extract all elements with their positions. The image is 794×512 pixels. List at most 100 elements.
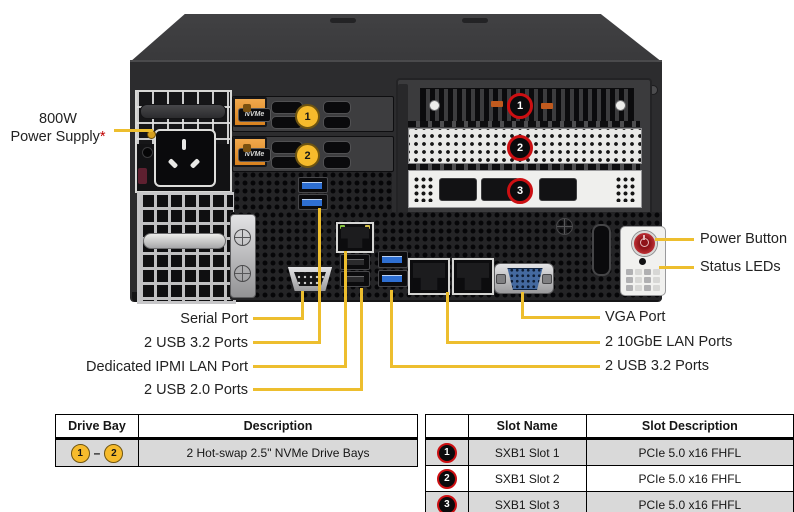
- callout-line-serial: [253, 317, 304, 320]
- control-panel: [620, 226, 666, 296]
- screw: [556, 218, 573, 235]
- table-row: 2 SXB1 Slot 2 PCIe 5.0 x16 FHFL: [425, 465, 794, 492]
- mounting-strip: [230, 214, 256, 298]
- label-lan-10gbe: 2 10GbE LAN Ports: [605, 334, 733, 350]
- callout-line-usb32-right: [390, 290, 393, 368]
- chassis-top-face: [130, 14, 662, 62]
- slot-number-cell: 3: [425, 491, 469, 512]
- callout-line-usb20: [360, 288, 363, 391]
- callout-line-ipmi: [344, 251, 347, 368]
- slot-3-table-badge: 3: [436, 494, 457, 512]
- slot-separator: [408, 164, 640, 170]
- usb32-port: [298, 194, 328, 210]
- drive-bay-2-badge: 2: [295, 143, 320, 168]
- slot-number-cell: 2: [425, 465, 469, 492]
- usb32-port: [298, 177, 328, 193]
- slot-number-header: [425, 414, 469, 440]
- pcie-slot-1-card: [420, 88, 634, 122]
- label-power-button: Power Button: [700, 231, 788, 247]
- slot-name-cell: SXB1 Slot 3: [467, 491, 587, 512]
- description-header: Description: [138, 414, 418, 440]
- label-usb20: 2 USB 2.0 Ports: [144, 382, 248, 398]
- uid-button: [639, 258, 646, 265]
- vga-port: [494, 263, 554, 294]
- label-psu-wattage: 800W: [39, 111, 77, 127]
- slot-description-header: Slot Description: [585, 414, 794, 440]
- slot-description-cell: PCIe 5.0 x16 FHFL: [585, 491, 794, 512]
- drive-bay-1-badge: 1: [295, 104, 320, 129]
- label-status-leds: Status LEDs: [700, 259, 781, 275]
- slot-1-badge: 1: [507, 93, 533, 119]
- callout-line-usb32-left: [318, 208, 321, 344]
- ipmi-lan-port: [336, 222, 374, 253]
- callout-line-vga: [521, 316, 600, 319]
- power-supply-module: [135, 90, 232, 193]
- table-row: 1 SXB1 Slot 1 PCIe 5.0 x16 FHFL: [425, 438, 794, 466]
- callout-line-ipmi: [253, 365, 347, 368]
- power-button: [632, 231, 657, 256]
- top-vent: [462, 18, 488, 23]
- slot-description-cell: PCIe 5.0 x16 FHFL: [585, 438, 794, 466]
- psu-bay-2: [137, 192, 236, 304]
- slot-description-cell: PCIe 5.0 x16 FHFL: [585, 465, 794, 492]
- qsfp-port: [439, 178, 477, 201]
- table-header-row: Drive Bay Description: [55, 414, 418, 440]
- slot-2-table-badge: 2: [436, 468, 457, 489]
- callout-line-usb32-right: [390, 365, 600, 368]
- callout-line-status-leds: [659, 266, 694, 269]
- table-row: 3 SXB1 Slot 3 PCIe 5.0 x16 FHFL: [425, 491, 794, 512]
- psu-footnote-asterisk: *: [99, 129, 106, 145]
- psu-release-clip: [138, 168, 147, 184]
- psu-led: [142, 147, 153, 158]
- usb32-port: [378, 270, 408, 287]
- psu-handle: [140, 104, 226, 119]
- table-header-row: Slot Name Slot Description: [425, 414, 794, 440]
- usb20-port: [340, 271, 370, 287]
- screw: [234, 265, 251, 282]
- top-vent: [330, 18, 356, 23]
- drive-bay-range-cell: 1–2: [55, 438, 139, 467]
- usb32-port: [378, 251, 408, 268]
- screw: [234, 229, 251, 246]
- slot-separator: [408, 121, 640, 127]
- callout-line-serial: [301, 291, 304, 320]
- usb20-port: [340, 254, 370, 270]
- keyhole-slot: [592, 224, 611, 276]
- label-usb32-right: 2 USB 3.2 Ports: [605, 358, 709, 374]
- ac-power-inlet: [154, 129, 216, 187]
- callout-line-vga: [521, 292, 524, 319]
- label-serial-port: Serial Port: [180, 311, 248, 327]
- bay-1-badge: 1: [70, 443, 90, 463]
- slot-name-cell: SXB1 Slot 2: [467, 465, 587, 492]
- qsfp-port: [539, 178, 577, 201]
- riser-bracket: [398, 84, 408, 216]
- slot-name-cell: SXB1 Slot 1: [467, 438, 587, 466]
- callout-line-psu: [114, 129, 153, 132]
- slot-2-badge: 2: [507, 135, 533, 161]
- callout-line-lan: [446, 341, 600, 344]
- psu2-handle: [143, 233, 226, 249]
- slot-table: Slot Name Slot Description 1 SXB1 Slot 1…: [425, 414, 794, 512]
- bay-2-badge: 2: [104, 443, 124, 463]
- slot-number-cell: 1: [425, 438, 469, 466]
- slot-name-header: Slot Name: [467, 414, 587, 440]
- range-dash: –: [93, 446, 101, 460]
- callout-line-usb32-left: [253, 341, 321, 344]
- label-ipmi-lan: Dedicated IPMI LAN Port: [86, 359, 248, 375]
- drive-bay-table: Drive Bay Description 1–2 2 Hot-swap 2.5…: [55, 414, 418, 467]
- lan-port-1: [408, 258, 450, 295]
- drive-bay-header: Drive Bay: [55, 414, 139, 440]
- label-power-supply: 800W Power Supply*: [2, 110, 114, 146]
- label-psu-text: Power Supply: [10, 129, 100, 145]
- table-row: 1–2 2 Hot-swap 2.5" NVMe Drive Bays: [55, 438, 418, 467]
- slot-3-badge: 3: [507, 178, 533, 204]
- status-leds: [626, 269, 660, 291]
- callout-line-usb20: [253, 388, 363, 391]
- label-usb32-left: 2 USB 3.2 Ports: [144, 335, 248, 351]
- slot-1-table-badge: 1: [436, 442, 457, 463]
- callout-line-lan: [446, 292, 449, 344]
- label-vga-port: VGA Port: [605, 309, 666, 325]
- callout-line-power-button: [655, 238, 694, 241]
- lan-port-2: [452, 258, 494, 295]
